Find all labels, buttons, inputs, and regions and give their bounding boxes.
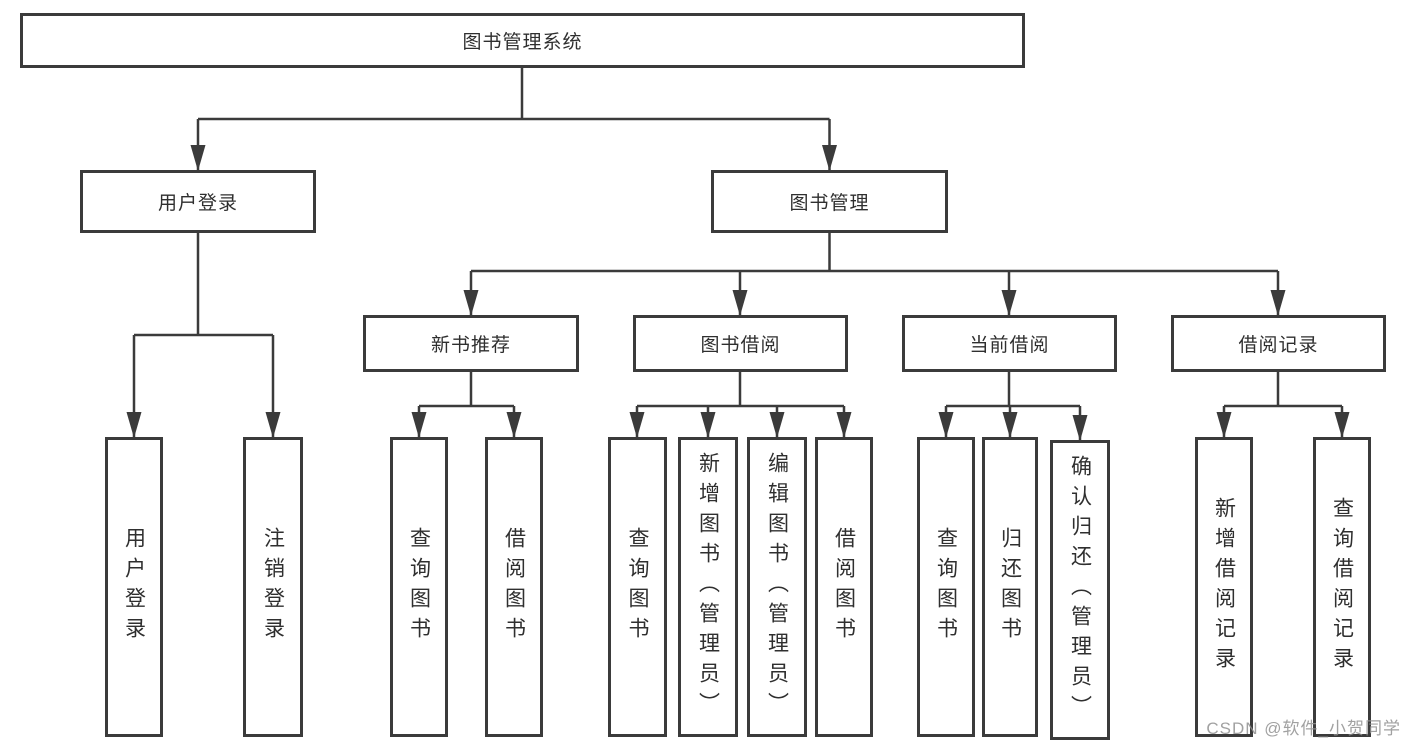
- node-new-book-recommend: 新书推荐: [363, 315, 579, 372]
- node-current-borrow: 当前借阅: [902, 315, 1117, 372]
- leaf-cb-query-books: 查询图书: [917, 437, 975, 737]
- node-borrow-records: 借阅记录: [1171, 315, 1386, 372]
- leaf-bb-borrow-books: 借阅图书: [815, 437, 873, 737]
- node-user-login-group: 用户登录: [80, 170, 316, 233]
- csdn-watermark: CSDN @软件_小贺同学: [1206, 719, 1401, 738]
- node-book-management: 图书管理: [711, 170, 948, 233]
- leaf-bb-query-books: 查询图书: [608, 437, 667, 737]
- leaf-br-add-record: 新增借阅记录: [1195, 437, 1253, 737]
- leaf-nb-borrow-books: 借阅图书: [485, 437, 543, 737]
- node-system-root: 图书管理系统: [20, 13, 1025, 68]
- leaf-br-query-record: 查询借阅记录: [1313, 437, 1371, 737]
- leaf-cb-confirm-return-admin: 确认归还（管理员）: [1050, 440, 1110, 740]
- leaf-user-login: 用户登录: [105, 437, 163, 737]
- node-book-borrow: 图书借阅: [633, 315, 848, 372]
- leaf-nb-query-books: 查询图书: [390, 437, 448, 737]
- leaf-bb-add-books-admin: 新增图书（管理员）: [678, 437, 738, 737]
- leaf-bb-edit-books-admin: 编辑图书（管理员）: [747, 437, 807, 737]
- leaf-cb-return-books: 归还图书: [982, 437, 1038, 737]
- leaf-logout: 注销登录: [243, 437, 303, 737]
